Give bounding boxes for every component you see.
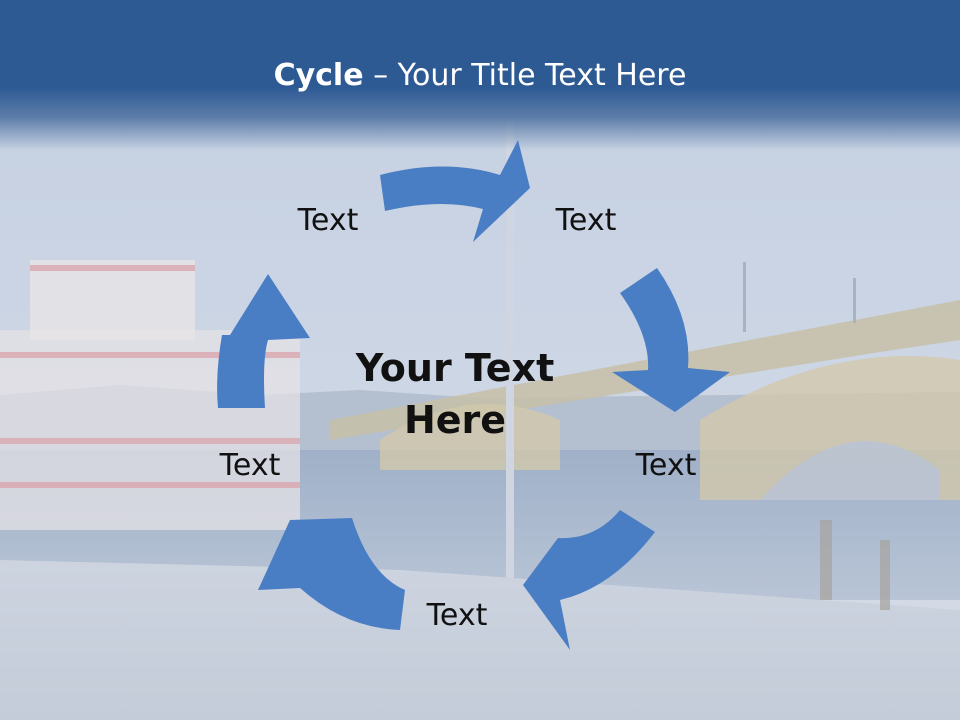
node-label-right: Text: [635, 448, 697, 483]
title-bold: Cycle: [273, 58, 364, 93]
slide-title: Cycle – Your Title Text Here: [0, 56, 960, 96]
cycle-arrow-1: [380, 140, 530, 242]
node-label-bottom: Text: [426, 598, 488, 633]
cycle-arrow-3: [523, 510, 655, 650]
node-label-left: Text: [219, 448, 281, 483]
center-text: Your Text Here: [355, 346, 555, 442]
node-label-top-left: Text: [297, 203, 359, 238]
node-label-top-right: Text: [555, 203, 617, 238]
cycle-arrow-5: [217, 274, 310, 408]
cycle-arrow-2: [612, 268, 730, 412]
title-bar: [0, 0, 960, 150]
cycle-arrow-4: [258, 518, 405, 630]
title-rest: – Your Title Text Here: [363, 58, 687, 93]
